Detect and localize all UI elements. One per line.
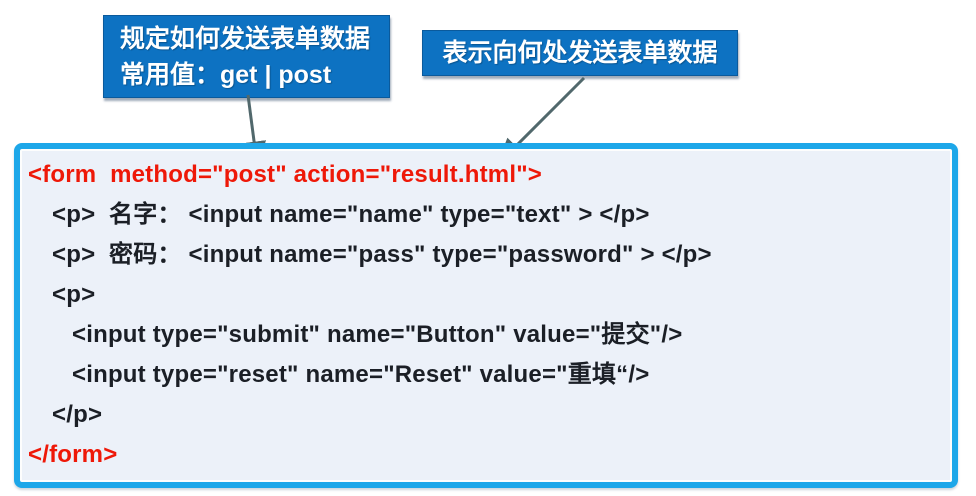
code-line-reset-input: <input type="reset" name="Reset" value="… [72, 361, 650, 388]
code-line-submit-input: <input type="submit" name="Button" value… [72, 321, 683, 348]
callout-method-line2: 常用值：get | post [120, 61, 332, 89]
code-line-name-input: <p> 名字： <input name="name" type="text" >… [52, 201, 650, 228]
code-box: <form method="post" action="result.html"… [14, 143, 958, 488]
callout-action-note: 表示向何处发送表单数据 [422, 30, 738, 76]
code-line-form-close: </form> [28, 441, 118, 468]
code-line-p-close: </p> [52, 401, 103, 428]
callout-method-line1: 规定如何发送表单数据 [120, 25, 371, 53]
code-line-pass-input: <p> 密码： <input name="pass" type="passwor… [52, 241, 712, 268]
code-line-form-open: <form method="post" action="result.html"… [28, 161, 542, 188]
code-line-p-open: <p> [52, 281, 96, 308]
callout-method-note: 规定如何发送表单数据 常用值：get | post [103, 15, 390, 98]
callout-action-text: 表示向何处发送表单数据 [442, 39, 718, 67]
